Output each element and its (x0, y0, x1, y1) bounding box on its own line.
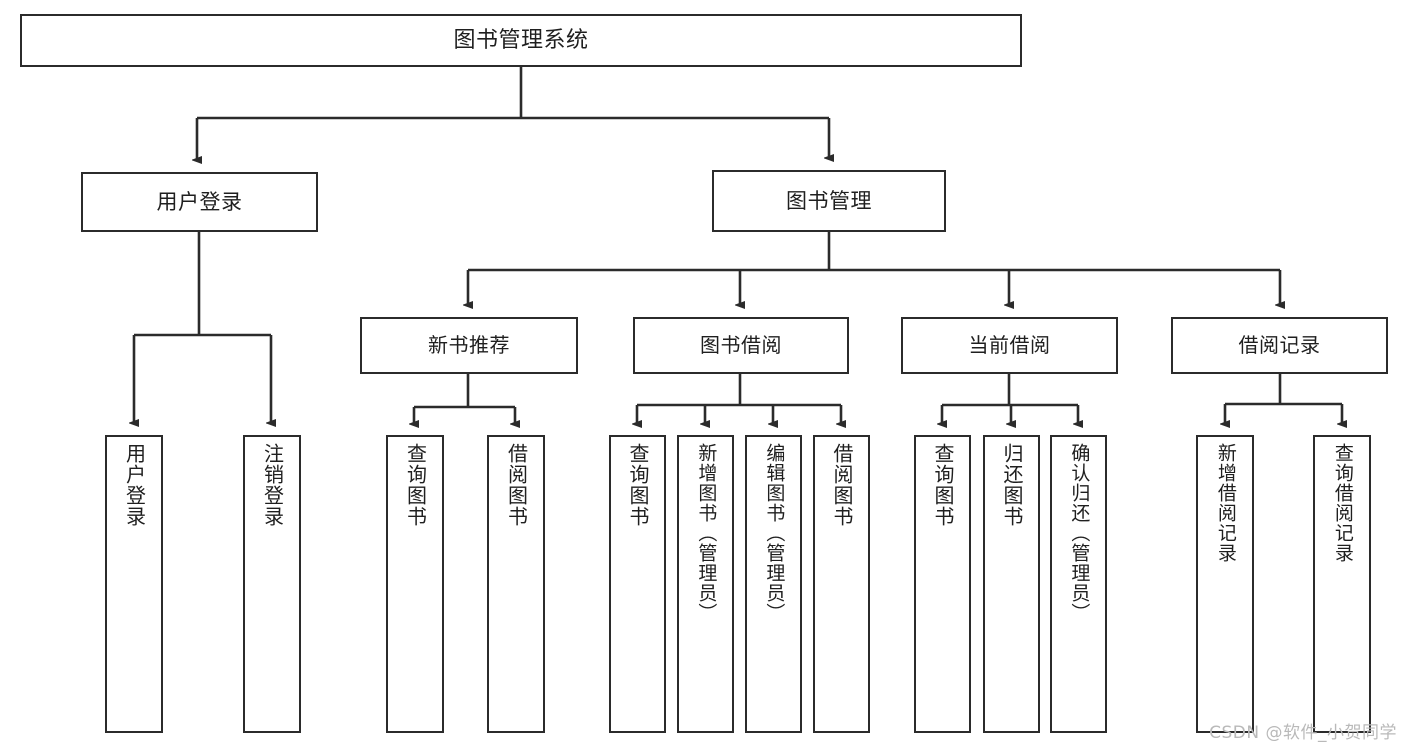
leaf-edit-book-label: 编辑图书（管理员） (763, 443, 786, 623)
leaf-edit-book[interactable]: 编辑图书（管理员） (745, 435, 802, 733)
node-borrow-record[interactable]: 借阅记录 (1171, 317, 1388, 374)
node-new-book-recommend-label: 新书推荐 (428, 333, 510, 357)
leaf-add-record[interactable]: 新增借阅记录 (1196, 435, 1254, 733)
leaf-query-book-b-label: 查询图书 (626, 443, 650, 527)
leaf-add-record-label: 新增借阅记录 (1214, 443, 1237, 563)
leaf-borrow-book-b[interactable]: 借阅图书 (813, 435, 870, 733)
node-book-manage-label: 图书管理 (786, 188, 872, 213)
leaf-confirm-return[interactable]: 确认归还（管理员） (1050, 435, 1107, 733)
node-root[interactable]: 图书管理系统 (20, 14, 1022, 67)
leaf-borrow-book-b-label: 借阅图书 (830, 443, 854, 527)
leaf-query-book-a-label: 查询图书 (403, 443, 428, 527)
leaf-query-record[interactable]: 查询借阅记录 (1313, 435, 1371, 733)
leaf-add-book-label: 新增图书（管理员） (695, 443, 718, 623)
leaf-query-book-b[interactable]: 查询图书 (609, 435, 666, 733)
node-book-manage[interactable]: 图书管理 (712, 170, 946, 232)
leaf-logout-label: 注销登录 (260, 443, 285, 527)
node-new-book-recommend[interactable]: 新书推荐 (360, 317, 578, 374)
leaf-logout[interactable]: 注销登录 (243, 435, 301, 733)
leaf-return-book[interactable]: 归还图书 (983, 435, 1040, 733)
leaf-query-book-c-label: 查询图书 (931, 443, 955, 527)
leaf-user-login[interactable]: 用户登录 (105, 435, 163, 733)
node-root-label: 图书管理系统 (453, 27, 589, 53)
node-user-login[interactable]: 用户登录 (81, 172, 318, 232)
node-user-login-label: 用户登录 (156, 189, 243, 214)
leaf-user-login-label: 用户登录 (122, 443, 147, 527)
node-current-borrow-label: 当前借阅 (968, 333, 1051, 357)
node-current-borrow[interactable]: 当前借阅 (901, 317, 1118, 374)
leaf-query-book-a[interactable]: 查询图书 (386, 435, 444, 733)
leaf-query-record-label: 查询借阅记录 (1331, 443, 1354, 563)
leaf-confirm-return-label: 确认归还（管理员） (1068, 443, 1091, 623)
leaf-add-book[interactable]: 新增图书（管理员） (677, 435, 734, 733)
watermark: CSDN @软件_小贺同学 (1209, 723, 1397, 743)
leaf-borrow-book-a-label: 借阅图书 (504, 443, 529, 527)
node-book-borrow-label: 图书借阅 (700, 333, 782, 357)
leaf-query-book-c[interactable]: 查询图书 (914, 435, 971, 733)
leaf-return-book-label: 归还图书 (1000, 443, 1024, 527)
node-borrow-record-label: 借阅记录 (1238, 333, 1321, 357)
node-book-borrow[interactable]: 图书借阅 (633, 317, 849, 374)
leaf-borrow-book-a[interactable]: 借阅图书 (487, 435, 545, 733)
